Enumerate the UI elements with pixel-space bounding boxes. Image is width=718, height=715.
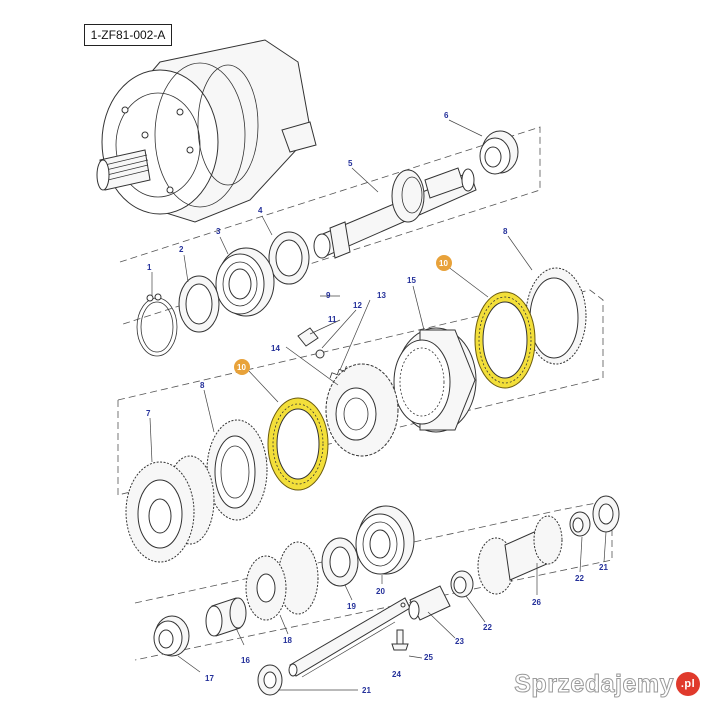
part-label-26: 26 — [532, 598, 541, 607]
part-label-1: 1 — [147, 263, 152, 272]
part-label-14: 14 — [271, 344, 280, 353]
part-label-20: 20 — [376, 587, 385, 596]
gear-7 — [125, 455, 215, 563]
sliding-sleeve-15 — [393, 327, 477, 433]
washer-21-right — [592, 495, 620, 533]
watermark-text: Sprzedajemy — [514, 669, 674, 698]
sprzedajemy-watermark: Sprzedajemy .pl — [514, 667, 700, 701]
bearing-3 — [215, 247, 275, 317]
group-outline-upper — [119, 126, 541, 326]
part-label-16: 16 — [241, 656, 250, 665]
part-label-17: 17 — [205, 674, 214, 683]
thrust-washer-19 — [321, 537, 359, 587]
part-label-25: 25 — [424, 653, 433, 662]
part-label-11: 11 — [328, 315, 337, 324]
bearing-20 — [355, 505, 415, 575]
part-label-23: 23 — [455, 637, 464, 646]
synchro-hub-14 — [325, 363, 399, 457]
ball-12 — [315, 349, 325, 359]
needle-bearing-22-right — [569, 511, 591, 537]
part-label-2: 2 — [179, 245, 184, 254]
pin-23 — [408, 585, 451, 621]
washer-2 — [178, 275, 220, 333]
part-label-21-lower: 21 — [362, 686, 371, 695]
part-label-8-upper: 8 — [503, 227, 508, 236]
shaft-24 — [288, 597, 411, 677]
part-label-21-right: 21 — [599, 563, 608, 572]
diagram-reference-code: 1-ZF81-002-A — [84, 24, 172, 46]
part-label-22-right: 22 — [575, 574, 584, 583]
ring-gear-8-upper — [525, 267, 587, 365]
part-label-24: 24 — [392, 670, 401, 679]
pressure-piece-11 — [297, 327, 319, 347]
part-label-4: 4 — [258, 206, 263, 215]
part-labels: 1 2 3 4 5 6 7 8 8 9 11 12 13 14 15 16 17… — [146, 111, 608, 695]
part-label-18: 18 — [283, 636, 292, 645]
part-label-5: 5 — [348, 159, 353, 168]
part-label-12: 12 — [353, 301, 362, 310]
bolt-25 — [391, 629, 409, 651]
part-label-7: 7 — [146, 409, 151, 418]
watermark-dot-logo: .pl — [676, 672, 700, 696]
part-label-3: 3 — [216, 227, 221, 236]
countershaft-26 — [477, 515, 563, 595]
needle-bearing-17 — [153, 615, 190, 657]
bushing-16 — [205, 597, 247, 637]
part-label-13: 13 — [377, 291, 386, 300]
part-label-10-upper: 10 — [439, 259, 448, 268]
part-label-10-lower: 10 — [237, 363, 246, 372]
gear-cluster-18 — [245, 541, 319, 621]
main-shaft — [313, 167, 477, 259]
washer-21-lower — [257, 664, 283, 696]
synchro-ring-10-lower — [267, 397, 329, 491]
group-outline-middle — [117, 289, 604, 496]
bearing-6 — [479, 130, 519, 175]
part-label-9: 9 — [326, 291, 331, 300]
needle-bearing-22-middle — [450, 570, 474, 598]
ring-gear-8-lower — [206, 419, 268, 521]
part-label-6: 6 — [444, 111, 449, 120]
highlight-badge-10-upper: 10 — [436, 255, 452, 271]
part-label-15: 15 — [407, 276, 416, 285]
highlight-badge-10-lower: 10 — [234, 359, 250, 375]
circlip-1 — [136, 293, 178, 357]
part-label-19: 19 — [347, 602, 356, 611]
leader-lines — [149, 119, 607, 691]
washer-4 — [268, 231, 310, 285]
synchro-ring-10-upper — [474, 291, 536, 389]
gearbox-housing — [96, 39, 317, 223]
part-label-8-lower: 8 — [200, 381, 205, 390]
part-label-22-middle: 22 — [483, 623, 492, 632]
spring-13 — [329, 365, 347, 379]
